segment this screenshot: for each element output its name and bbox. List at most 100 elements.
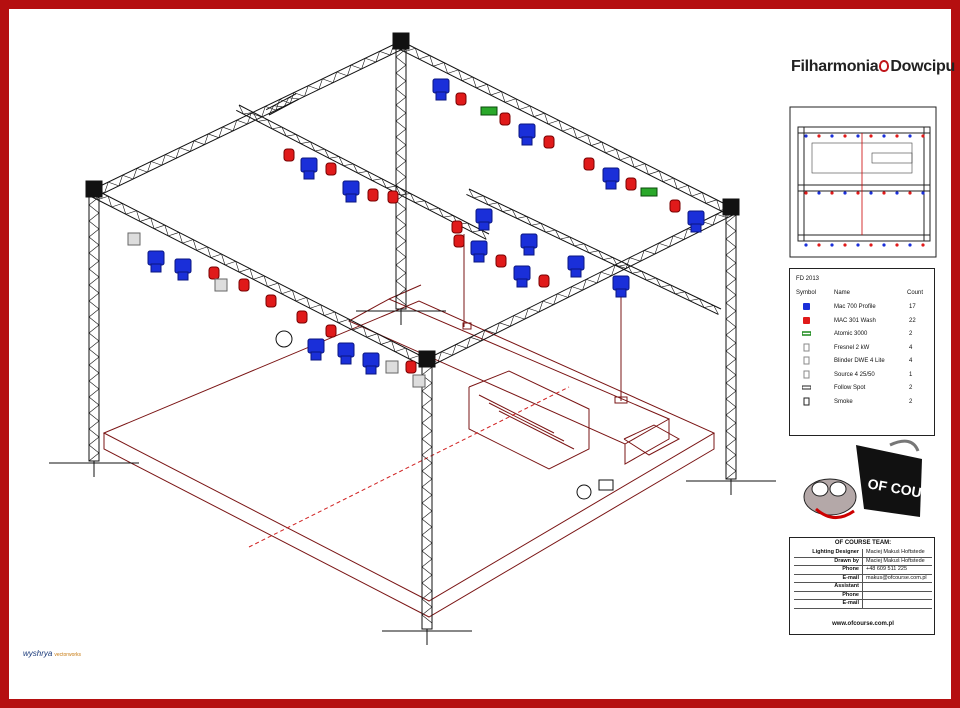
mac-301-wash-fixture <box>495 254 507 268</box>
minimap <box>789 106 937 258</box>
stair-block <box>468 370 590 470</box>
legend-col-symbol: Symbol <box>796 290 817 296</box>
mac-301-wash-fixture <box>265 294 277 308</box>
stage-truss-drawing: OF COURSE <box>49 32 951 645</box>
blinder-fixture <box>385 360 399 374</box>
truss-layer <box>49 32 776 645</box>
moving-head-profile-icon <box>802 302 811 311</box>
legend-name: Smoke <box>834 398 853 405</box>
mac-700-profile-fixture <box>602 167 620 190</box>
team-row: Assistant <box>794 583 932 592</box>
mac-301-wash-fixture <box>208 266 220 280</box>
logo-left-text: Filharmonia <box>791 58 879 75</box>
truss-front-left <box>90 188 428 367</box>
logo-mark-icon <box>879 60 890 72</box>
mac-301-wash-fixture <box>543 135 555 149</box>
mac-700-profile-fixture <box>518 123 536 146</box>
mac-301-wash-fixture <box>367 188 379 202</box>
mac-301-wash-fixture <box>453 234 465 248</box>
mac-301-wash-fixture <box>296 310 308 324</box>
mac-700-profile-fixture <box>300 157 318 180</box>
mac-700-profile-fixture <box>470 240 488 263</box>
team-value <box>862 591 866 599</box>
atomic-3000-fixture <box>480 106 498 116</box>
mac-301-wash-fixture <box>455 92 467 106</box>
legend-count: 17 <box>909 304 916 310</box>
mac-301-wash-fixture <box>325 162 337 176</box>
blinder-fixture <box>412 374 426 388</box>
logo-right-text: Dowcipu <box>890 58 955 75</box>
mac-301-wash-fixture <box>405 360 417 374</box>
mac-301-wash-fixture <box>387 190 399 204</box>
legend-row: Follow Spot 2 <box>790 383 936 396</box>
legend-count: 22 <box>909 317 916 324</box>
legend-name: Follow Spot <box>834 385 866 391</box>
centre-line <box>248 386 570 548</box>
team-row: Phone+48 609 511 225 <box>794 566 932 575</box>
team-title: OF COURSE TEAM: <box>834 540 892 546</box>
truss-rear-left <box>93 40 405 197</box>
team-key: Drawn by <box>834 557 859 564</box>
mac-301-wash-fixture <box>325 324 337 338</box>
mac-700-profile-fixture <box>174 258 192 281</box>
truss-tower <box>49 180 139 477</box>
drawing-sheet: OF COURSE Filharmonia Dowcipu FD 2013 Sym… <box>9 9 955 699</box>
legend-count: 2 <box>909 385 913 391</box>
mac-301-wash-fixture <box>669 199 681 213</box>
truss-front-right <box>426 206 735 367</box>
riser-side <box>624 419 670 465</box>
team-key: Lighting Designer <box>812 549 859 555</box>
credit-sub: vectorworks <box>54 652 82 658</box>
floor-edge <box>103 433 715 618</box>
truss-rear-right <box>397 40 732 215</box>
legend-name: Source 4 25/50 <box>834 371 875 378</box>
legend-col-count: Count <box>907 290 924 296</box>
blinder-fixture <box>127 232 141 246</box>
truss-tower <box>686 198 776 495</box>
team-value <box>862 583 866 591</box>
of-course-badge: OF COURSE <box>803 439 951 519</box>
team-key: Phone <box>842 566 859 572</box>
truss-tower <box>356 32 446 325</box>
team-value: makus@ofcourse.com.pl <box>862 574 927 582</box>
fixture-layer <box>127 78 705 388</box>
team-value: Maciej Makuś Hoftstede <box>862 549 925 557</box>
mac-700-profile-fixture <box>362 352 380 375</box>
mac-700-profile-fixture <box>475 208 493 231</box>
mac-301-wash-fixture <box>238 278 250 292</box>
team-key: Phone <box>842 591 859 598</box>
mac-700-profile-fixture <box>567 255 585 278</box>
team-row: E-mail <box>794 600 932 609</box>
credit-name: wyshrya <box>23 649 53 658</box>
filharmonia-logo: Filharmonia Dowcipu <box>791 58 955 86</box>
legend-count: 1 <box>909 371 913 378</box>
team-value: Maciej Makuś Hoftstede <box>862 557 925 565</box>
mac-700-profile-fixture <box>337 342 355 365</box>
team-value <box>862 600 866 608</box>
legend-count: 2 <box>909 331 913 337</box>
mac-301-wash-fixture <box>625 177 637 191</box>
legend-title: FD 2013 <box>796 276 820 282</box>
mac-700-profile-fixture <box>687 210 705 233</box>
moving-head-wash-icon <box>802 316 811 325</box>
fixture-legend: FD 2013 Symbol Name Count Mac 700 Profil… <box>789 268 935 436</box>
team-key: E-mail <box>842 574 859 581</box>
legend-name: Blinder DWE 4 Lite <box>834 358 885 364</box>
fresnel-icon <box>802 343 811 352</box>
team-key: E-mail <box>842 600 859 606</box>
blinder-fixture <box>214 278 228 292</box>
follow-spot-side <box>275 330 614 500</box>
mac-700-profile-fixture <box>432 78 450 101</box>
team-url: www.ofcourse.com.pl <box>832 621 894 627</box>
truss-mid-b <box>466 188 722 315</box>
truss-mid-stub <box>265 93 300 116</box>
profile-spot-icon <box>802 370 811 379</box>
legend-row: Source 4 25/50 1 <box>790 370 936 383</box>
